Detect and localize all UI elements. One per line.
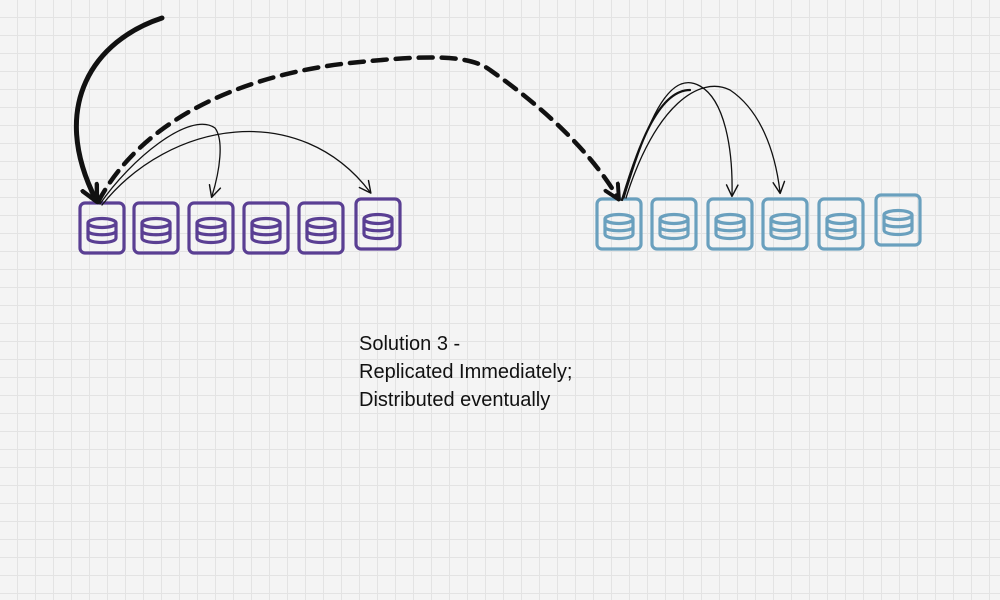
db-node-right-1: [595, 197, 643, 251]
caption-line-2: Replicated Immediately;: [359, 361, 573, 383]
db-node-left-6: [354, 197, 402, 251]
primary-arrow-right: [620, 88, 692, 202]
db-node-right-5: [817, 197, 865, 251]
replication-arrow-left-1: [99, 123, 222, 205]
write-arrow: [73, 15, 165, 200]
right-cluster: [595, 193, 922, 251]
db-node-right-6: [874, 193, 922, 247]
arrows: [73, 15, 786, 206]
db-node-left-5: [297, 201, 345, 255]
caption-line-1: Solution 3 -: [359, 333, 461, 355]
replication-arrow-left-2: [101, 131, 372, 206]
db-node-right-3: [706, 197, 754, 251]
diagram-caption: Solution 3 - Replicated Immediately; Dis…: [359, 330, 572, 414]
db-node-left-4: [242, 201, 290, 255]
distribution-arrow: [95, 55, 618, 205]
db-node-left-3: [187, 201, 235, 255]
db-node-right-4: [761, 197, 809, 251]
left-cluster: [78, 197, 402, 255]
db-node-right-2: [650, 197, 698, 251]
replication-arrow-right-2: [625, 85, 786, 199]
db-node-left-1: [78, 201, 126, 255]
replication-arrow-right-1: [623, 81, 739, 199]
caption-line-3: Distributed eventually: [359, 389, 551, 411]
db-node-left-2: [132, 201, 180, 255]
